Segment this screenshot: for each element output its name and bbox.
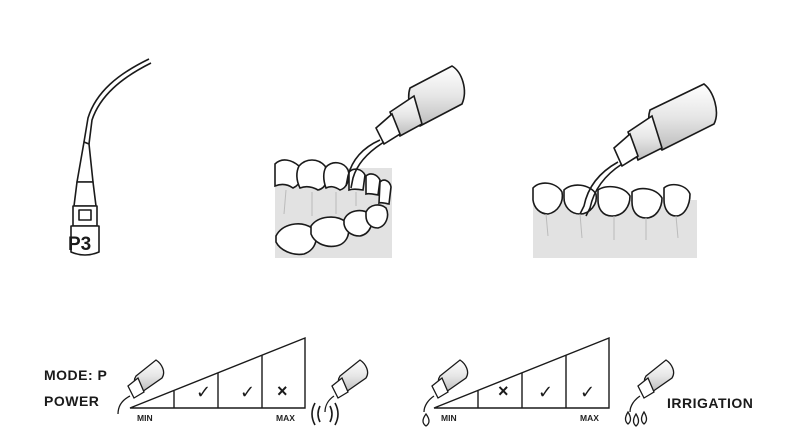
handpiece-icon: [117, 359, 165, 415]
power-level-2-mark: ✓: [240, 382, 256, 402]
mode-label: MODE: P: [44, 367, 108, 383]
handpiece-icon: [579, 83, 718, 217]
irrigation-gauge: [433, 336, 610, 409]
teeth-illustration-side: [532, 182, 697, 258]
irrigation-level-3-mark: ✓: [580, 382, 596, 402]
power-max-label: MAX: [276, 413, 295, 423]
water-drop-icon: [422, 412, 430, 427]
irrigation-label: IRRIGATION: [667, 395, 754, 411]
teeth-illustration-front: [274, 159, 392, 258]
scaler-tip-icon: [70, 58, 152, 256]
handpiece-icon: [345, 65, 466, 189]
power-level-3-mark: ×: [277, 381, 288, 401]
power-level-1-mark: ✓: [196, 382, 212, 402]
power-min-label: MIN: [137, 413, 153, 423]
handpiece-icon: [324, 359, 369, 413]
handpiece-icon: [423, 359, 469, 413]
water-drop-icon: [624, 410, 648, 427]
power-label: POWER: [44, 393, 100, 409]
handpiece-icon: [629, 359, 675, 413]
irrigation-max-label: MAX: [580, 413, 599, 423]
tip-id-label: P3: [68, 234, 92, 255]
power-gauge: [129, 336, 306, 409]
irrigation-level-2-mark: ✓: [538, 382, 554, 402]
vibration-icon: [311, 402, 339, 426]
irrigation-level-1-mark: ×: [498, 381, 509, 401]
irrigation-min-label: MIN: [441, 413, 457, 423]
